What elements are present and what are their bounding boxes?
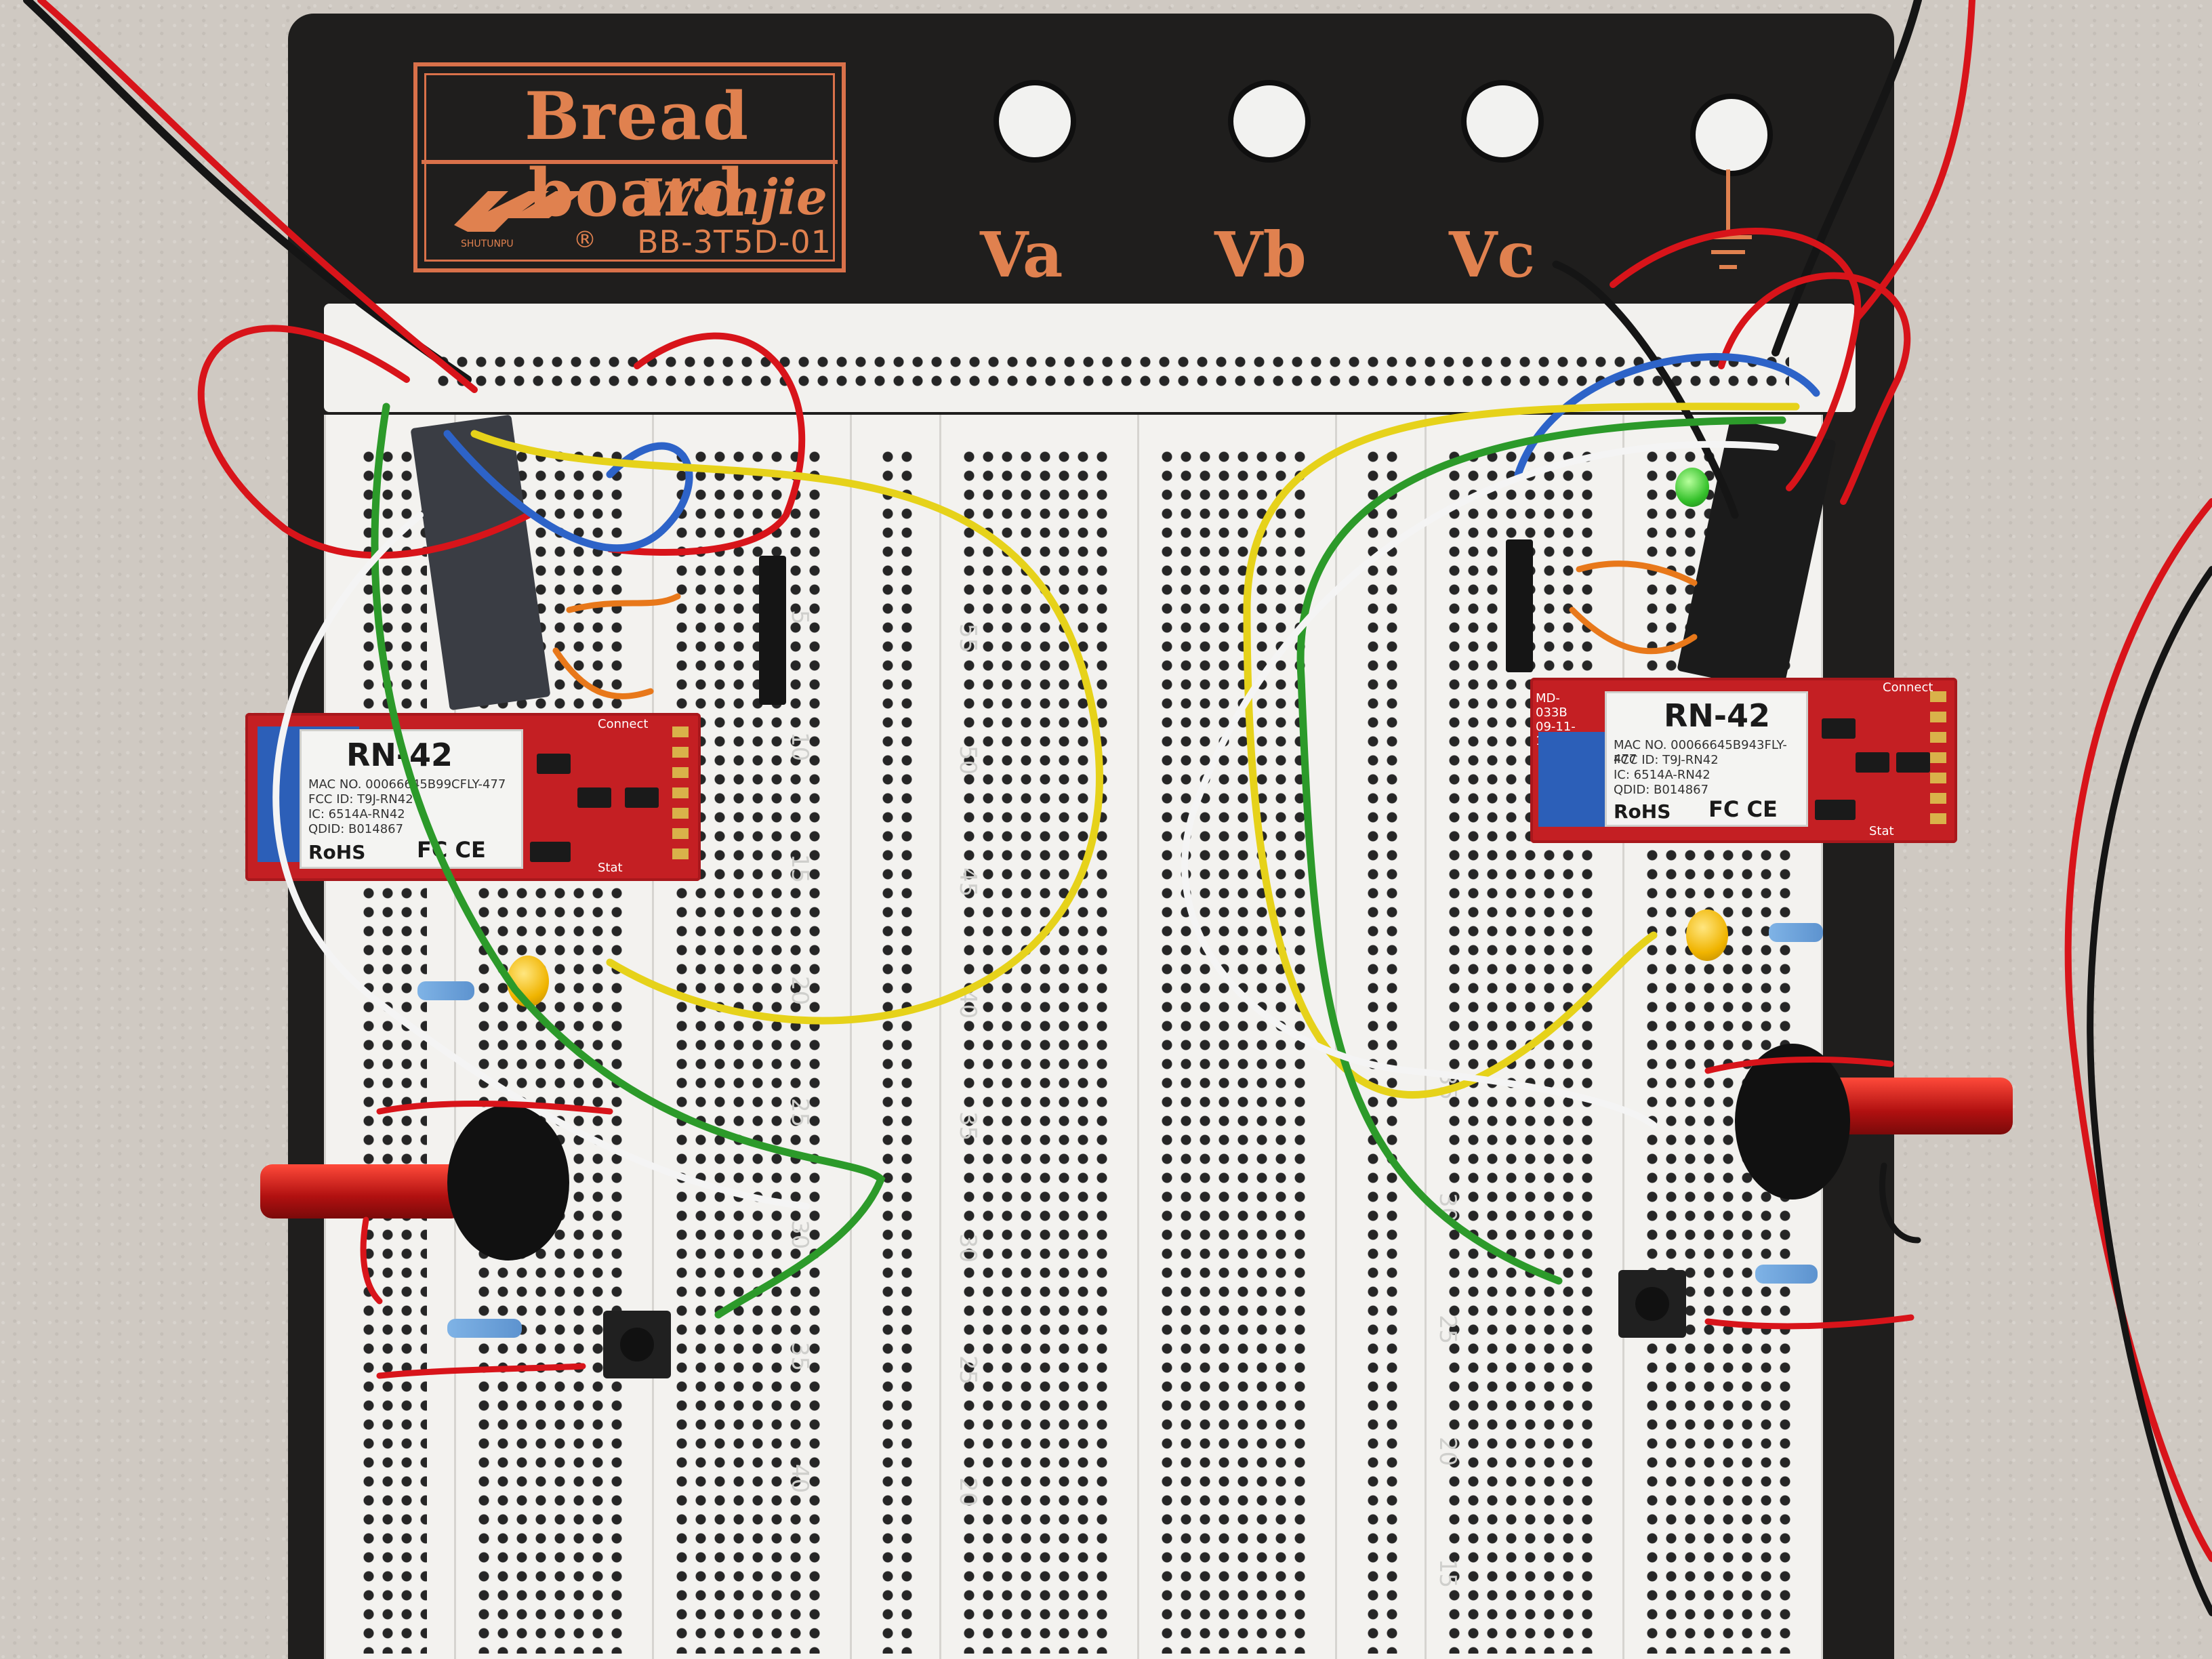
post-label-vc: Vc — [1449, 218, 1536, 291]
resistor-right-button — [1755, 1265, 1818, 1284]
yellow-led-left — [507, 956, 549, 1007]
module-label: RN-42 MAC NO. 00066645B99CFLY-477 FCC ID… — [300, 729, 523, 869]
pcb-chip — [1822, 718, 1856, 739]
column-number: 20 — [786, 976, 813, 1006]
registered-mark: ® — [573, 226, 596, 253]
strip-holes-d[interactable] — [878, 447, 916, 1654]
pcb-connect-label: Connect — [1883, 680, 1933, 695]
push-button-right[interactable] — [1618, 1270, 1686, 1338]
column-number: 10 — [786, 732, 813, 762]
binding-post-gnd[interactable] — [1690, 94, 1773, 176]
brand-logo-text: SHUTUNPU — [461, 239, 514, 249]
rohs-mark: RoHS — [308, 841, 366, 863]
column-number: 40 — [954, 989, 981, 1019]
binding-post-vc[interactable] — [1461, 80, 1544, 163]
module-fcc: FCC ID: T9J-RN42 — [1614, 753, 1719, 767]
column-number: 25 — [954, 1355, 981, 1385]
pcb-chip — [1815, 800, 1856, 820]
column-number: 15 — [1434, 1559, 1461, 1589]
pcb-pin-row — [1930, 691, 1946, 827]
module-ic: IC: 6514A-RN42 — [1614, 768, 1711, 782]
column-number: 30 — [786, 1220, 813, 1250]
column-number: 30 — [1434, 1193, 1461, 1223]
fcc-ce-marks: FC CE — [1708, 796, 1778, 822]
column-number: 25 — [786, 1098, 813, 1128]
brand-maker: Wanjie — [642, 168, 827, 226]
potentiometer-left[interactable] — [447, 1105, 569, 1261]
module-qdid: QDID: B014867 — [1614, 783, 1709, 797]
brand-title: Bread board — [524, 78, 750, 231]
column-number: 40 — [786, 1464, 813, 1494]
push-button-cap[interactable] — [1635, 1287, 1669, 1321]
strip-holes-f[interactable] — [1158, 447, 1313, 1654]
fcc-ce-marks: FC CE — [417, 837, 486, 863]
pcb-chip — [1856, 752, 1889, 773]
module-fcc: FCC ID: T9J-RN42 — [308, 792, 413, 806]
pcb-chip — [577, 787, 611, 808]
column-number: 20 — [954, 1477, 981, 1507]
pcb-connect-label: Connect — [598, 717, 649, 731]
pcb-stat-label: Stat — [598, 861, 623, 875]
resistor-left-led — [417, 981, 474, 1000]
strip-holes-e[interactable] — [960, 447, 1115, 1654]
column-number: 5 — [786, 610, 813, 625]
post-label-vb: Vb — [1214, 218, 1307, 291]
binding-post-va[interactable] — [994, 80, 1076, 163]
module-name: RN-42 — [1664, 697, 1771, 734]
power-rail-holes[interactable] — [434, 352, 1789, 393]
push-button-left[interactable] — [603, 1311, 671, 1378]
pcb-pin-row — [672, 726, 689, 869]
strip-holes-g[interactable] — [1364, 447, 1401, 1654]
column-number: 35 — [786, 1342, 813, 1372]
column-number: 25 — [1434, 1315, 1461, 1345]
push-button-cap[interactable] — [620, 1328, 654, 1361]
module-ic: IC: 6514A-RN42 — [308, 807, 405, 821]
binding-post-vb[interactable] — [1228, 80, 1311, 163]
post-label-va: Va — [980, 218, 1063, 291]
pcb-chip — [530, 842, 571, 862]
antenna-area — [1538, 732, 1606, 827]
column-number: 45 — [954, 867, 981, 897]
yellow-led-right — [1686, 909, 1728, 961]
module-label: RN-42 MAC NO. 00066645B943FLY-477 FCC ID… — [1605, 691, 1808, 827]
ground-symbol-icon — [1704, 169, 1752, 269]
resistor-left-button — [447, 1319, 522, 1338]
rohs-mark: RoHS — [1614, 800, 1671, 823]
pcb-chip — [625, 787, 659, 808]
column-number: 20 — [1434, 1437, 1461, 1467]
potentiometer-right[interactable] — [1735, 1044, 1850, 1200]
module-qdid: QDID: B014867 — [308, 822, 404, 836]
potentiometer-shaft-left[interactable] — [260, 1164, 464, 1218]
pcb-chip — [537, 754, 571, 774]
resistor-right-led — [1769, 923, 1823, 942]
brand-model: BB-3T5D-01 — [637, 224, 832, 260]
strip-holes-a[interactable] — [359, 447, 427, 1654]
rn42-module-left: RN-42 MAC NO. 00066645B99CFLY-477 FCC ID… — [245, 713, 701, 881]
pcb-stat-label: Stat — [1869, 824, 1894, 838]
pcb-chip — [1896, 752, 1930, 773]
header-pins-left — [759, 556, 786, 705]
rn42-module-right: MD-033B 09-11-10 RN-42 MAC NO. 00066645B… — [1530, 678, 1957, 843]
column-number: 15 — [786, 854, 813, 884]
column-number: 50 — [954, 745, 981, 775]
column-number: 35 — [954, 1111, 981, 1141]
column-number: 35 — [1434, 1071, 1461, 1101]
module-mac: MAC NO. 00066645B99CFLY-477 — [308, 777, 506, 792]
header-pins-right — [1506, 539, 1533, 672]
brand-divider — [422, 160, 838, 164]
green-led — [1675, 468, 1709, 507]
column-number: 55 — [954, 623, 981, 653]
column-number: 30 — [954, 1233, 981, 1263]
module-name: RN-42 — [346, 737, 453, 773]
